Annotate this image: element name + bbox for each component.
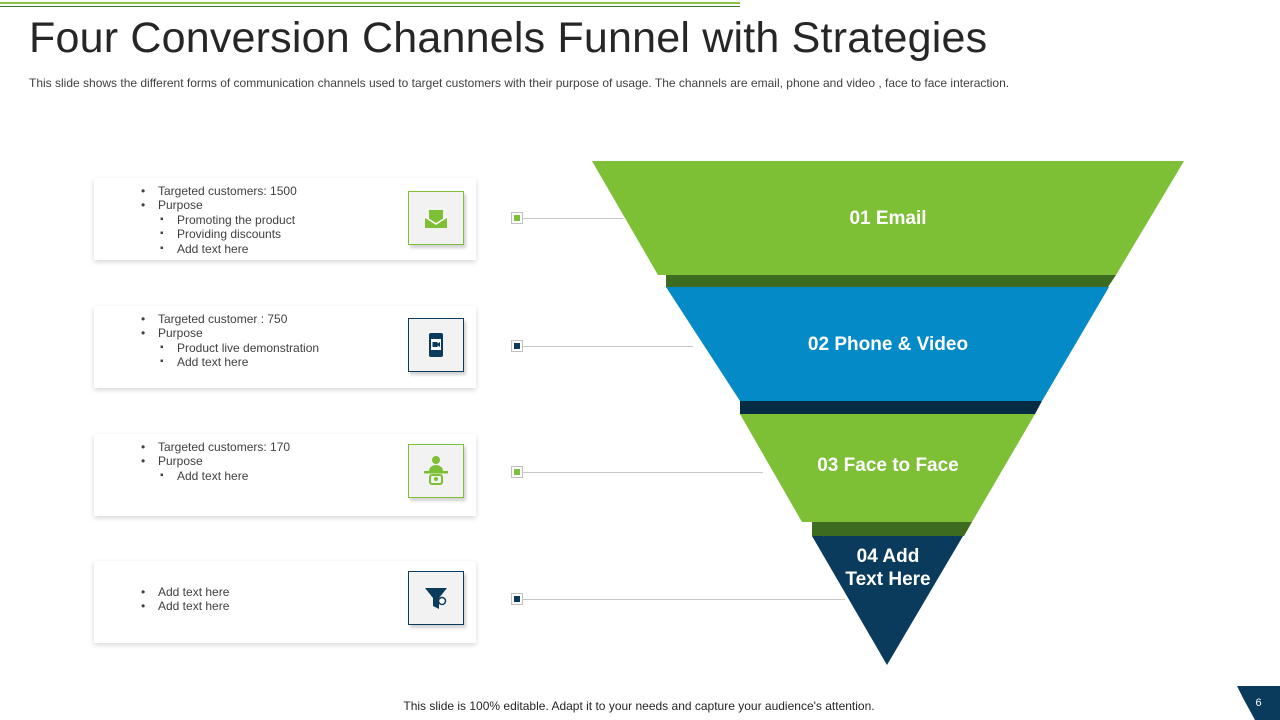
sub-bullets: Product live demonstration Add text here xyxy=(158,341,319,370)
sub-bullet-item: Promoting the product xyxy=(158,213,297,228)
bullet-item: Add text here xyxy=(139,585,229,600)
email-icon-box xyxy=(408,191,464,245)
sub-bullet-item: Providing discounts xyxy=(158,227,297,242)
connector-node-2 xyxy=(511,340,523,352)
card-bullets: Targeted customers: 170 Purpose Add text… xyxy=(139,440,290,484)
bullet-item: Purpose Product live demonstration Add t… xyxy=(139,326,319,370)
funnel-label-add-text: 04 Add Text Here xyxy=(788,545,988,591)
sub-bullet-item: Product live demonstration xyxy=(158,341,319,356)
card-bullets: Add text here Add text here xyxy=(139,585,229,614)
funnel-icon xyxy=(425,588,447,609)
bullet-item: Targeted customers: 1500 xyxy=(139,184,297,199)
slide-title: Four Conversion Channels Funnel with Str… xyxy=(29,14,988,62)
bullet-item: Targeted customer : 750 xyxy=(139,312,319,327)
bullet-text: Purpose xyxy=(158,326,203,341)
footer-note: This slide is 100% editable. Adapt it to… xyxy=(403,699,875,713)
bullet-text: Purpose xyxy=(158,198,203,213)
sub-bullets: Promoting the product Providing discount… xyxy=(158,213,297,257)
channel-card-email: Targeted customers: 1500 Purpose Promoti… xyxy=(94,178,476,260)
channel-card-face-to-face: Targeted customers: 170 Purpose Add text… xyxy=(94,434,476,516)
sub-bullet-item: Add text here xyxy=(158,469,290,484)
bullet-text: Purpose xyxy=(158,454,203,469)
funnel-shade-2 xyxy=(740,401,1042,414)
funnel-label-line: 04 Add xyxy=(856,546,920,567)
channel-card-phone-video: Targeted customer : 750 Purpose Product … xyxy=(94,306,476,388)
funnel-label-line: Text Here xyxy=(845,569,931,590)
funnel-stage-face-to-face xyxy=(740,414,1035,522)
bullet-item: Add text here xyxy=(139,599,229,614)
connector-node-3 xyxy=(511,466,523,478)
bullet-item: Targeted customers: 170 xyxy=(139,440,290,455)
sub-bullet-item: Add text here xyxy=(158,242,297,257)
funnel-stage-add-text xyxy=(812,536,963,665)
card-bullets: Targeted customer : 750 Purpose Product … xyxy=(139,312,319,370)
connector-node-1 xyxy=(511,212,523,224)
sub-bullets: Add text here xyxy=(158,469,290,484)
funnel-shade-3 xyxy=(812,522,972,536)
page-number: 6 xyxy=(1255,697,1262,709)
card-bullets: Targeted customers: 1500 Purpose Promoti… xyxy=(139,184,297,256)
bullet-item: Purpose Promoting the product Providing … xyxy=(139,198,297,256)
connector-line-2 xyxy=(523,346,693,347)
connector-line-4 xyxy=(523,599,845,600)
funnel-label-email: 01 Email xyxy=(849,208,927,229)
funnel-stage-phone-video xyxy=(666,287,1109,401)
phone-video-icon-box xyxy=(408,318,464,372)
funnel-shade-1 xyxy=(666,275,1116,287)
funnel-label-face-to-face: 03 Face to Face xyxy=(817,455,959,476)
channel-card-add-text: Add text here Add text here xyxy=(94,561,476,643)
funnel-stage-email xyxy=(592,161,1184,275)
funnel-label-phone-video: 02 Phone & Video xyxy=(807,334,969,355)
connector-line-1 xyxy=(523,218,623,219)
top-accent-line xyxy=(0,2,740,4)
connector-node-4 xyxy=(511,593,523,605)
slide-subtitle: This slide shows the different forms of … xyxy=(29,76,1010,90)
video-call-phone-icon xyxy=(429,333,443,357)
email-icon xyxy=(424,210,448,228)
sub-bullet-item: Add text here xyxy=(158,355,319,370)
page-number-badge xyxy=(1237,686,1280,720)
bullet-item: Purpose Add text here xyxy=(139,454,290,483)
face-to-face-icon-box xyxy=(408,444,464,498)
top-accent-line-thin xyxy=(0,6,740,7)
face-to-face-meeting-icon xyxy=(424,456,448,485)
funnel-icon-box xyxy=(408,571,464,625)
connector-line-3 xyxy=(523,472,763,473)
